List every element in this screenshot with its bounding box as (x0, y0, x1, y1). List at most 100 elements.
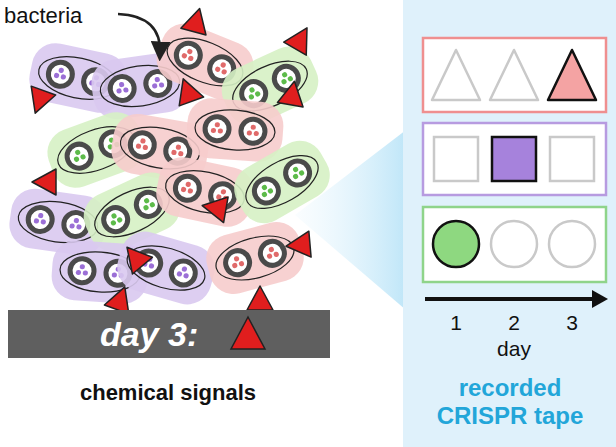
plasmid-dot (110, 219, 117, 226)
plasmid-dot (183, 273, 189, 279)
colony-patch (112, 226, 221, 310)
plasmid-dot (214, 66, 221, 73)
plasmid-dot (40, 219, 46, 225)
signal-triangles (23, 5, 318, 314)
plasmid-dot (220, 189, 226, 195)
plasmid-dot (112, 272, 118, 278)
cell-body (100, 204, 132, 236)
plasmid-dot (273, 251, 279, 257)
bacterium-pair (225, 132, 338, 232)
day-number: 2 (508, 310, 520, 335)
bacterium-pair (185, 97, 285, 164)
day-number: 1 (450, 310, 462, 335)
plasmid-dot (261, 191, 268, 198)
plasmid-dot (220, 62, 227, 69)
plasmid-dot (142, 144, 148, 150)
spacer-circle (491, 221, 537, 267)
plasmid-dot (185, 181, 191, 187)
spacer-triangle (432, 50, 480, 100)
plasmid-dot (58, 67, 64, 73)
bacteria-label: bacteria (4, 3, 82, 29)
plasmid-dot (298, 169, 305, 176)
bacterium-pair (201, 217, 309, 300)
plasmid-dot (266, 253, 272, 259)
plasmid-dot (250, 124, 256, 130)
spacer-circle (549, 221, 595, 267)
plasmid-dot (181, 266, 187, 272)
day-heading: day 3: (100, 314, 198, 354)
plasmid-dot (73, 218, 79, 224)
signal-triangle (285, 231, 311, 259)
plasmid-dot (218, 128, 224, 134)
plasmid-dot (267, 187, 274, 194)
bacterium-pair (112, 226, 221, 310)
day-number: 3 (566, 310, 578, 335)
plasmid-dot (149, 201, 156, 208)
cell-body (258, 239, 287, 268)
cell-outline (237, 145, 326, 220)
plasmid-dot (54, 72, 60, 78)
plasmid-dot (116, 88, 122, 94)
tape-row (423, 207, 606, 282)
plasmid-dot (159, 82, 165, 88)
cell-body (250, 175, 283, 208)
plasmid-dot (281, 71, 288, 78)
plasmid-dot (140, 138, 146, 144)
signal-bar: day 3: (8, 310, 330, 358)
signal-triangle (200, 193, 228, 223)
plasmid-dot (76, 270, 82, 276)
cell-body (109, 75, 136, 102)
plasmid-dot (80, 264, 86, 270)
plasmid-dot (175, 144, 181, 150)
colony-patch (185, 97, 285, 164)
plasmid-dot (69, 223, 75, 229)
caption-label: chemical signals (80, 380, 256, 406)
plasmid-dot (215, 122, 221, 128)
cell-body (281, 157, 314, 190)
plasmid-dot (181, 186, 187, 192)
pointer-arrow (118, 14, 160, 54)
plasmid-dot (83, 270, 89, 276)
plasmid-dot (74, 149, 81, 156)
plasmid-dot (34, 218, 40, 224)
plasmid-dot (292, 173, 299, 180)
signal-icon (228, 314, 268, 354)
plasmid-dot (247, 130, 253, 136)
time-axis (425, 297, 596, 301)
plasmid-dot (187, 188, 193, 194)
plasmid-dot (253, 131, 259, 137)
plasmid-dot (176, 271, 182, 277)
plasmid-dot (186, 48, 193, 55)
signal-triangle (284, 21, 319, 55)
plasmid-dot (154, 77, 160, 83)
plasmid-dot (76, 224, 82, 230)
bacteria-cluster (6, 16, 338, 310)
spacer-circle (433, 221, 479, 267)
cell-body (46, 60, 74, 88)
plasmid-dot (148, 263, 154, 269)
signal-triangle (32, 169, 56, 195)
plasmid-dot (178, 151, 184, 157)
cell-body (223, 248, 252, 277)
signal-triangle (277, 79, 307, 107)
spacer-square (434, 137, 478, 181)
plasmid-dot (171, 149, 177, 155)
plasmid-dot (238, 261, 244, 267)
plasmid-dot (152, 83, 158, 89)
plasmid-dot (111, 213, 118, 220)
colony-patch (225, 132, 338, 232)
signal-triangle (117, 239, 152, 274)
cell-outline (194, 107, 277, 152)
plasmid-dot (232, 262, 238, 268)
cell-body (168, 258, 198, 288)
plasmid-dot (248, 93, 255, 100)
signal-triangle (171, 74, 204, 105)
plasmid-dot (119, 82, 125, 88)
plasmid-dot (221, 69, 228, 76)
plasmid-dot (38, 213, 44, 219)
cell-body (69, 258, 95, 284)
plasmid-dot (268, 246, 274, 252)
plasmid-dot (73, 156, 80, 163)
signal-triangle (23, 86, 56, 117)
spacer-triangle (548, 50, 596, 100)
